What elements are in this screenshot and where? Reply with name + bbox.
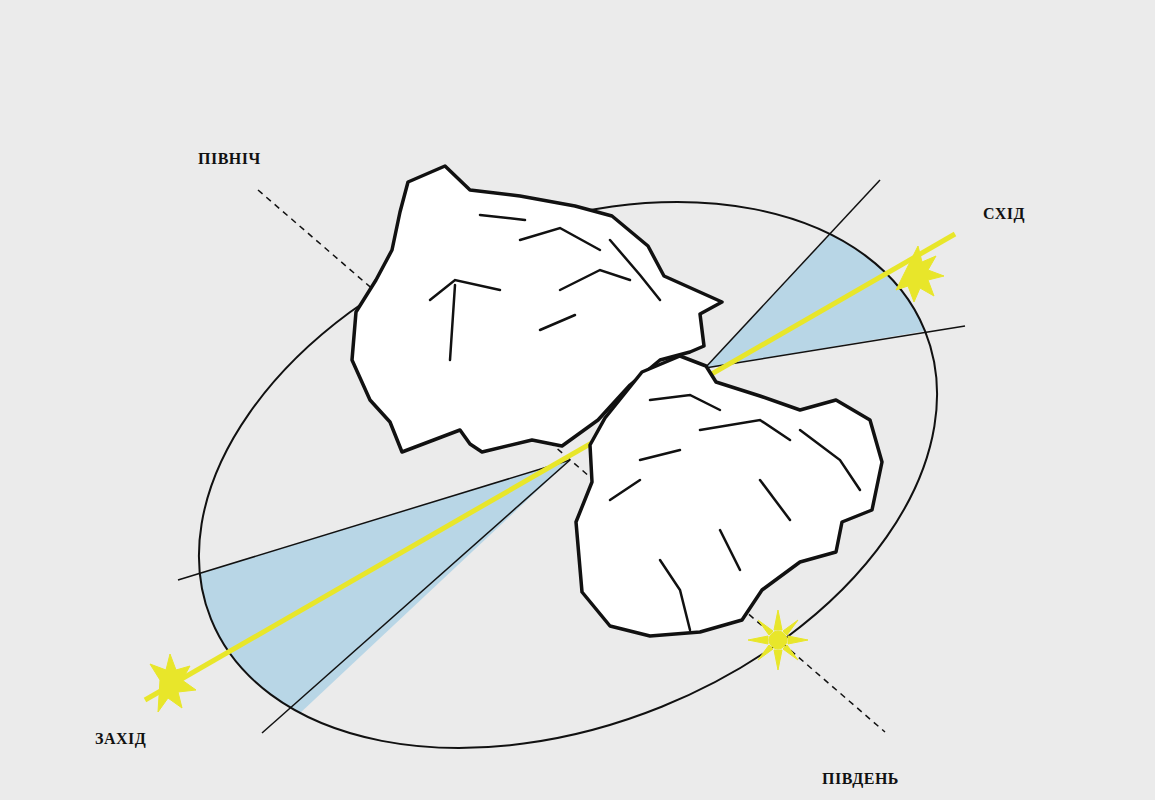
rocks [352, 166, 882, 636]
rock-cracks [430, 215, 860, 630]
direction-label: ЗАХІД [95, 730, 146, 748]
direction-label: СХІД [983, 205, 1025, 223]
direction-label: ПІВДЕНЬ [822, 770, 899, 788]
sun-symbols [150, 246, 944, 712]
direction-label: ПІВНІЧ [198, 150, 261, 168]
horizon-ellipse [117, 99, 1018, 800]
